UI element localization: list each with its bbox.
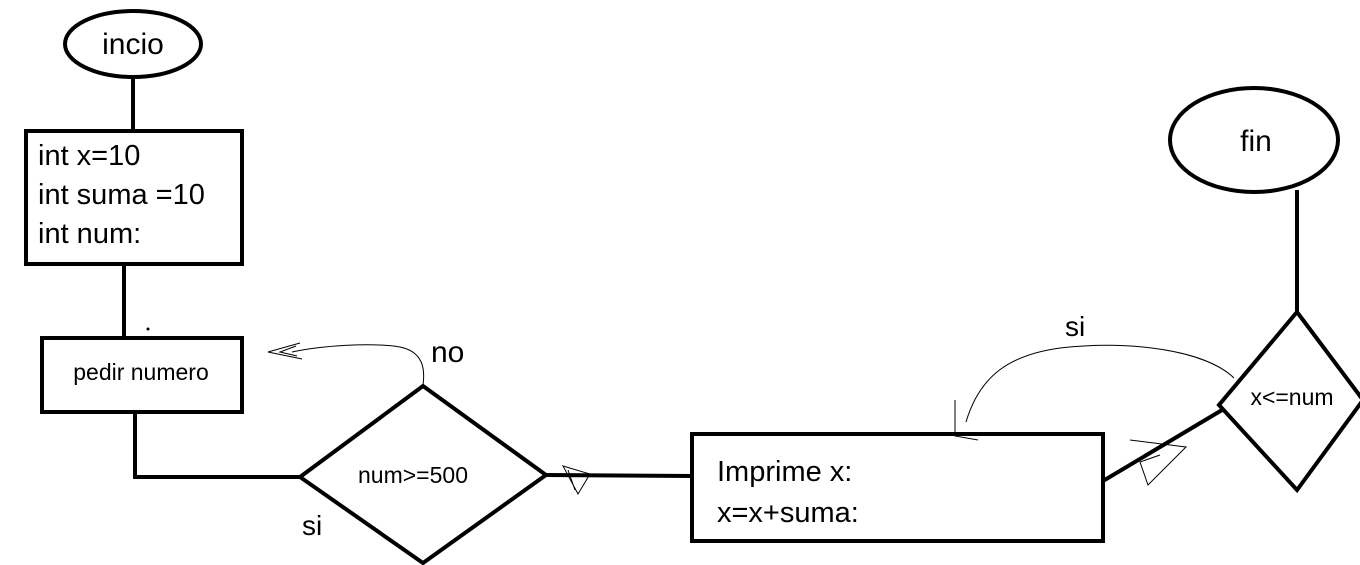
process-line-1: Imprime x: <box>717 456 852 488</box>
decision-2-condition: x<=num <box>1250 384 1333 410</box>
connector-process-to-decision2 <box>1100 407 1225 484</box>
loop-back-arrow-si <box>954 344 1235 441</box>
decision-1-no-label: no <box>431 336 464 369</box>
input-label: pedir numero <box>73 359 209 385</box>
arrowhead-sketch-2 <box>1129 439 1188 486</box>
input-box: pedir numero <box>40 336 244 414</box>
start-terminal: incio <box>63 9 203 79</box>
arrowhead-sketch-1 <box>561 465 591 496</box>
stray-dot <box>146 327 150 331</box>
init-box: int x=10 int suma =10 int num: <box>24 129 244 266</box>
decision-1-condition: num>=500 <box>358 462 468 488</box>
init-line-1: int x=10 <box>38 140 140 172</box>
decision-1-yes-label: si <box>302 510 322 541</box>
loop-back-arrow-no <box>267 342 425 386</box>
end-terminal: fin <box>1168 86 1340 194</box>
decision-2-yes-label: si <box>1065 311 1085 342</box>
decision-num-check: num>=500 <box>296 383 550 565</box>
decision-x-check: x<=num <box>1216 308 1360 494</box>
init-line-3: int num: <box>38 218 141 250</box>
end-label: fin <box>1240 125 1272 158</box>
process-line-2: x=x+suma: <box>717 497 859 529</box>
start-label: incio <box>102 28 164 61</box>
process-box: Imprime x: x=x+suma: <box>690 432 1105 543</box>
init-line-2: int suma =10 <box>38 179 205 211</box>
connector-input-to-decision <box>133 410 302 479</box>
